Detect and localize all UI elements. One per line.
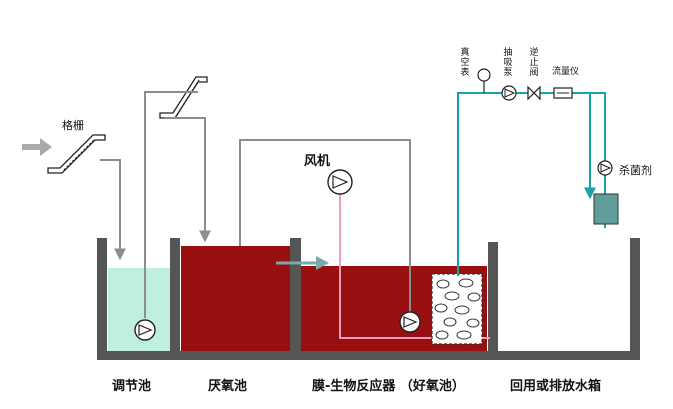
screen-conveyor-icon-2 [159,76,208,119]
suction-pump-label: 抽吸泵 [503,48,513,78]
blower-label: 风机 [304,154,331,169]
pump-icon [597,160,613,176]
regulating-tank-water [108,268,170,352]
flow-meter-icon [553,87,573,99]
reuse-tank-label: 回用或排放水箱 [510,379,602,394]
pump-icon [399,311,421,333]
tank-walls [97,238,640,360]
effluent-pipes [457,92,606,276]
gray-pipes [100,91,411,318]
pump-icon [134,319,156,341]
membrane-module-icon [431,273,483,345]
screen-label: 格栅 [62,119,84,132]
raw-water-arrow-icon [22,138,52,156]
check-valve-label: 逆止阀 [529,48,539,78]
overflow-pipe [290,248,301,256]
vacuum-gauge-label: 真空表 [460,48,470,78]
valve-icon [527,85,541,101]
flow-meter-label: 流量仪 [552,67,580,77]
anoxic-tank-sludge [181,246,290,352]
disinfectant-label: 杀菌剂 [619,164,652,177]
regulating-tank-label: 调节池 [112,379,152,394]
pump-icon [501,85,517,101]
inlet-arrow-icon [276,256,329,270]
screen-conveyor-icon [47,134,106,174]
anoxic-tank-label: 厌氧池 [208,379,248,394]
disinfectant-tank [593,193,619,225]
blower-icon [327,169,353,195]
gauge-icon [477,68,491,93]
mbr-tank-label: 膜-生物反应器 （好氧池） [312,379,465,394]
